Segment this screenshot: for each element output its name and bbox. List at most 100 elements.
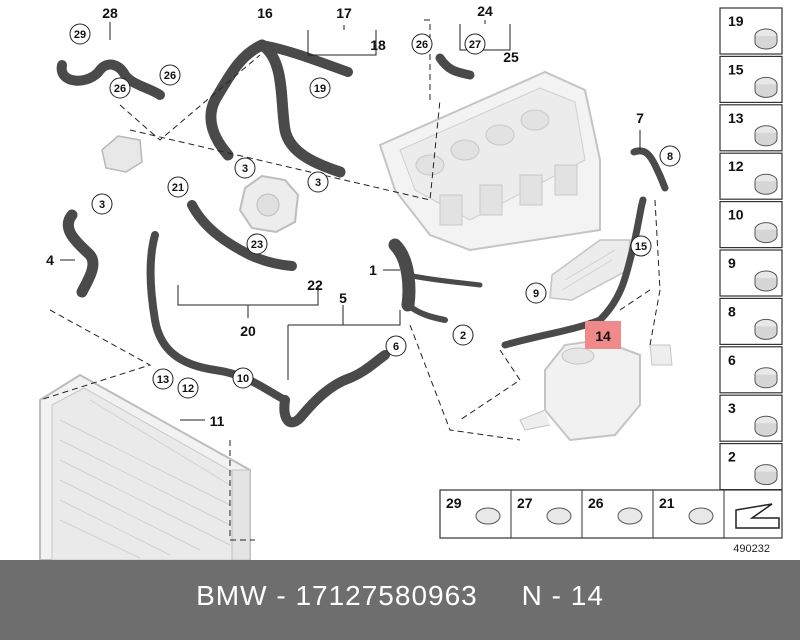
sidebar-part-19: 19 xyxy=(719,7,783,55)
label-16: 16 xyxy=(257,5,273,21)
sidebar-part-9: 9 xyxy=(719,249,783,297)
svg-text:27: 27 xyxy=(469,39,481,51)
sidebar-cell-number: 6 xyxy=(728,352,736,368)
sidebar-cell-number: 19 xyxy=(728,13,744,29)
callout-3d: 3 xyxy=(0,0,6,3)
svg-text:21: 21 xyxy=(172,182,184,194)
svg-text:23: 23 xyxy=(251,239,263,251)
label-25: 25 xyxy=(503,49,519,65)
bottom-part-21: 21 xyxy=(652,490,714,538)
callout-27: 27 xyxy=(464,33,486,55)
svg-text:3: 3 xyxy=(315,177,321,189)
leader-lines xyxy=(39,19,661,541)
callout-23: 23 xyxy=(246,233,268,255)
sidebar-part-icon-base xyxy=(754,423,778,437)
expansion-tank xyxy=(519,338,673,442)
footer-position: N - 14 xyxy=(521,580,604,611)
svg-text:9: 9 xyxy=(533,288,539,300)
bottom-cell-number: 26 xyxy=(588,495,604,511)
callout-13: 13 xyxy=(152,368,174,390)
footer-part-number: 17127580963 xyxy=(295,580,478,611)
callout-6: 6 xyxy=(385,335,407,357)
direction-arrow-cell xyxy=(723,490,780,538)
arrow-icon xyxy=(735,503,780,529)
bottom-cell-number: 21 xyxy=(659,495,675,511)
label-22: 22 xyxy=(307,277,323,293)
sidebar-cell-number: 15 xyxy=(728,61,744,77)
svg-text:15: 15 xyxy=(635,241,647,253)
bottom-cell-number: 29 xyxy=(446,495,462,511)
svg-text:26: 26 xyxy=(416,39,428,51)
sidebar-cell-number: 10 xyxy=(728,207,744,223)
sidebar-part-15: 15 xyxy=(719,55,783,104)
svg-text:3: 3 xyxy=(242,163,248,175)
callout-3b: 3 xyxy=(307,171,329,193)
sidebar-part-13: 13 xyxy=(719,104,783,152)
callout-21: 21 xyxy=(167,176,189,198)
sidebar-cell-number: 3 xyxy=(728,400,736,416)
footer-gap xyxy=(478,580,522,611)
label-24: 24 xyxy=(477,3,493,19)
bottom-part-icon xyxy=(475,507,501,525)
bottom-part-26: 26 xyxy=(581,490,643,538)
label-17: 17 xyxy=(336,5,352,21)
label-11: 11 xyxy=(210,413,225,429)
callout-29: 29 xyxy=(69,23,91,45)
callout-26a: 26 xyxy=(109,77,131,99)
svg-text:26: 26 xyxy=(114,83,126,95)
thermostat-housing xyxy=(101,135,143,173)
label-7: 7 xyxy=(636,110,644,126)
bottom-part-icon xyxy=(617,507,643,525)
label-20: 20 xyxy=(240,323,256,339)
callout-3a: 3 xyxy=(234,157,256,179)
footer-separator: - xyxy=(267,580,296,611)
label-14: 14 xyxy=(595,328,611,344)
sidebar-part-icon-base xyxy=(754,278,778,292)
sidebar-cell-number: 9 xyxy=(728,255,736,271)
callout-26c: 26 xyxy=(411,33,433,55)
bottom-part-icon xyxy=(546,507,572,525)
sidebar-part-icon-base xyxy=(754,181,778,195)
label-28: 28 xyxy=(102,5,118,21)
sidebar-part-10: 10 xyxy=(719,201,783,249)
bottom-part-icon xyxy=(688,507,714,525)
callout-19: 19 xyxy=(309,77,331,99)
svg-text:26: 26 xyxy=(164,70,176,82)
radiator xyxy=(39,373,251,560)
callout-2: 2 xyxy=(452,324,474,346)
svg-text:13: 13 xyxy=(157,374,169,386)
small-parts-bottom-row: 29 27 26 21 xyxy=(439,489,783,539)
bottom-part-29: 29 xyxy=(446,495,501,525)
callout-26b: 26 xyxy=(159,64,181,86)
label-4: 4 xyxy=(46,252,54,268)
svg-text:2: 2 xyxy=(460,330,466,342)
callout-10: 10 xyxy=(232,367,254,389)
sidebar-part-12: 12 xyxy=(719,152,783,200)
plain-labels: 28 16 17 18 24 25 7 4 1 5 22 20 11 xyxy=(46,3,644,429)
svg-text:6: 6 xyxy=(393,341,399,353)
label-5: 5 xyxy=(339,290,347,306)
footer-brand: BMW xyxy=(196,580,268,611)
callout-9: 9 xyxy=(525,282,547,304)
sidebar-part-icon-base xyxy=(754,326,778,340)
sidebar-part-icon-base xyxy=(754,84,778,98)
svg-text:10: 10 xyxy=(237,373,249,385)
callout-3c: 3 xyxy=(91,193,113,215)
sidebar-part-3: 3 xyxy=(719,394,783,442)
engine-block xyxy=(378,70,601,252)
bottom-cell-number: 27 xyxy=(517,495,533,511)
bottom-part-27: 27 xyxy=(510,490,572,538)
callouts: 29 26 26 19 26 27 3 3 3 21 23 8 9 15 2 6… xyxy=(0,0,681,399)
svg-text:8: 8 xyxy=(667,151,673,163)
footer-text: BMW - 17127580963 N - 14 xyxy=(0,580,800,612)
sidebar-cell-number: 8 xyxy=(728,303,736,319)
sidebar-part-6: 6 xyxy=(719,346,783,394)
svg-text:3: 3 xyxy=(99,199,105,211)
sidebar-part-icon-base xyxy=(754,36,778,50)
sidebar-cell-number: 13 xyxy=(728,110,744,126)
highlight-14: 14 xyxy=(585,321,621,349)
water-pump xyxy=(238,174,300,234)
svg-text:29: 29 xyxy=(74,29,86,41)
solid-leaders xyxy=(60,20,641,421)
